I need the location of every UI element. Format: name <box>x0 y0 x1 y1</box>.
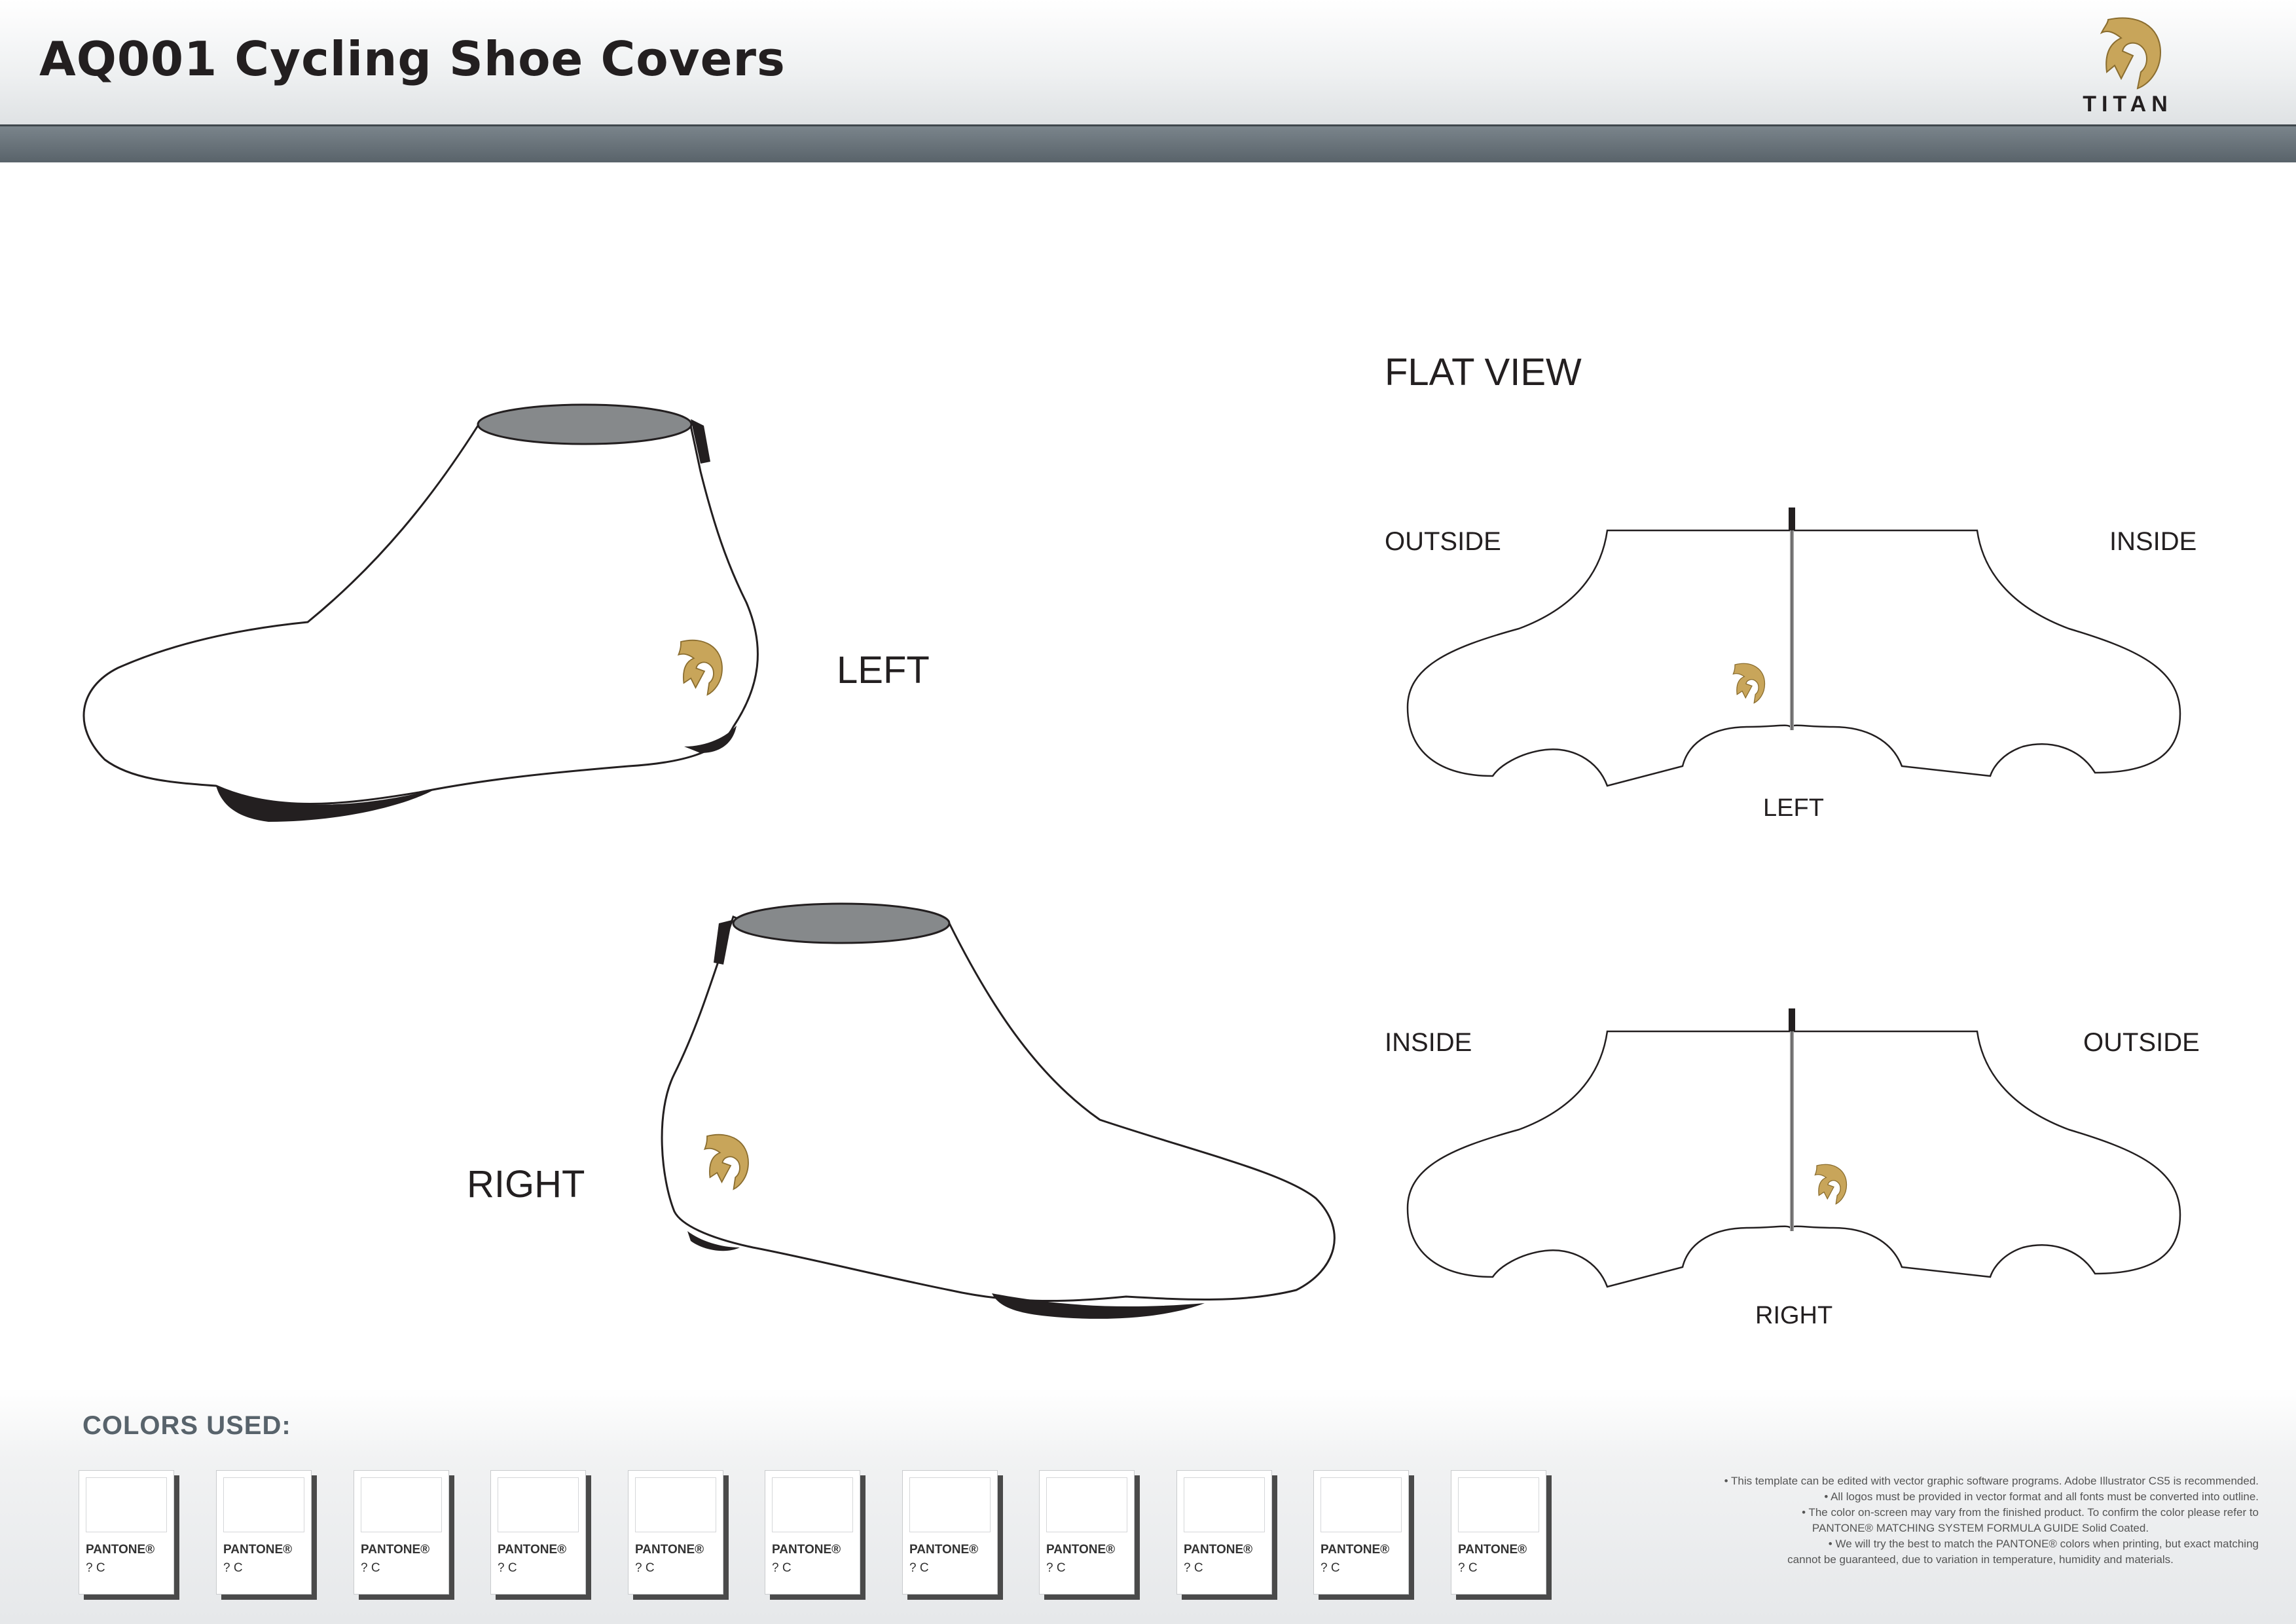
swatch-chip <box>1046 1477 1127 1532</box>
swatch-chip <box>1458 1477 1539 1532</box>
swatch-brand: PANTONE® <box>1046 1543 1116 1557</box>
page-title: AQ001 Cycling Shoe Covers <box>39 31 786 86</box>
swatch-brand: PANTONE® <box>909 1543 979 1557</box>
swatch-chip <box>361 1477 442 1532</box>
pantone-swatch: PANTONE® ? C <box>1176 1470 1272 1595</box>
note-line: • The color on-screen may vary from the … <box>1802 1506 2259 1519</box>
pantone-swatch: PANTONE® ? C <box>1451 1470 1546 1595</box>
pantone-swatch: PANTONE® ? C <box>902 1470 998 1595</box>
swatch-code: ? C <box>772 1561 792 1575</box>
flat-right-caption: RIGHT <box>1755 1302 1833 1329</box>
swatch-chip <box>635 1477 716 1532</box>
note-line: • This template can be edited with vecto… <box>1724 1475 2259 1487</box>
swatch-brand: PANTONE® <box>772 1543 841 1557</box>
flat-left-outside-label: OUTSIDE <box>1385 527 1501 556</box>
right-shoe-label: RIGHT <box>467 1163 585 1206</box>
swatch-brand: PANTONE® <box>86 1543 155 1557</box>
swatch-code: ? C <box>223 1561 243 1575</box>
pantone-swatch: PANTONE® ? C <box>765 1470 860 1595</box>
brand-name: TITAN <box>2083 92 2173 117</box>
pantone-swatch: PANTONE® ? C <box>354 1470 449 1595</box>
flat-right-outside-label: OUTSIDE <box>2083 1028 2200 1057</box>
swatch-code: ? C <box>635 1561 655 1575</box>
pantone-swatch: PANTONE® ? C <box>79 1470 174 1595</box>
flat-view-left <box>1406 507 2181 787</box>
flat-left-caption: LEFT <box>1763 794 1824 822</box>
pantone-swatch: PANTONE® ? C <box>490 1470 586 1595</box>
swatch-brand: PANTONE® <box>1184 1543 1253 1557</box>
swatch-code: ? C <box>909 1561 929 1575</box>
template-notes: • This template can be edited with vecto… <box>1702 1473 2259 1568</box>
swatch-chip <box>1184 1477 1265 1532</box>
swatch-brand: PANTONE® <box>635 1543 704 1557</box>
note-line: PANTONE® MATCHING SYSTEM FORMULA GUIDE S… <box>1812 1522 2149 1534</box>
left-shoe-label: LEFT <box>837 649 930 692</box>
flat-view-title: FLAT VIEW <box>1385 351 1582 394</box>
flat-right-inside-label: INSIDE <box>1385 1028 1472 1057</box>
swatch-code: ? C <box>86 1561 105 1575</box>
swatch-brand: PANTONE® <box>498 1543 567 1557</box>
swatch-brand: PANTONE® <box>223 1543 293 1557</box>
swatch-brand: PANTONE® <box>1458 1543 1527 1557</box>
right-shoe-cover <box>661 902 1336 1319</box>
swatch-chip <box>86 1477 167 1532</box>
swatch-code: ? C <box>1184 1561 1203 1575</box>
colors-used-title: COLORS USED: <box>82 1411 291 1440</box>
pantone-swatch: PANTONE® ? C <box>216 1470 312 1595</box>
pantone-swatch: PANTONE® ? C <box>1039 1470 1135 1595</box>
swatch-chip <box>909 1477 991 1532</box>
titan-helmet-logo-icon <box>2100 17 2162 90</box>
swatch-chip <box>498 1477 579 1532</box>
header-divider-bar <box>0 124 2296 162</box>
swatch-chip <box>223 1477 304 1532</box>
swatch-code: ? C <box>361 1561 380 1575</box>
swatch-code: ? C <box>498 1561 517 1575</box>
swatch-brand: PANTONE® <box>1321 1543 1390 1557</box>
swatch-brand: PANTONE® <box>361 1543 430 1557</box>
flat-view-right <box>1406 1008 2181 1288</box>
left-shoe-cover <box>82 403 759 822</box>
flat-left-inside-label: INSIDE <box>2109 527 2197 556</box>
swatch-code: ? C <box>1321 1561 1340 1575</box>
header-band: AQ001 Cycling Shoe Covers <box>0 0 2296 124</box>
note-line: • We will try the best to match the PANT… <box>1828 1538 2259 1550</box>
pantone-swatch: PANTONE® ? C <box>628 1470 723 1595</box>
swatch-code: ? C <box>1458 1561 1478 1575</box>
pantone-swatch: PANTONE® ? C <box>1313 1470 1409 1595</box>
note-line: • All logos must be provided in vector f… <box>1824 1490 2259 1503</box>
note-line: cannot be guaranteed, due to variation i… <box>1787 1553 2174 1566</box>
swatch-code: ? C <box>1046 1561 1066 1575</box>
swatch-chip <box>772 1477 853 1532</box>
swatch-chip <box>1321 1477 1402 1532</box>
